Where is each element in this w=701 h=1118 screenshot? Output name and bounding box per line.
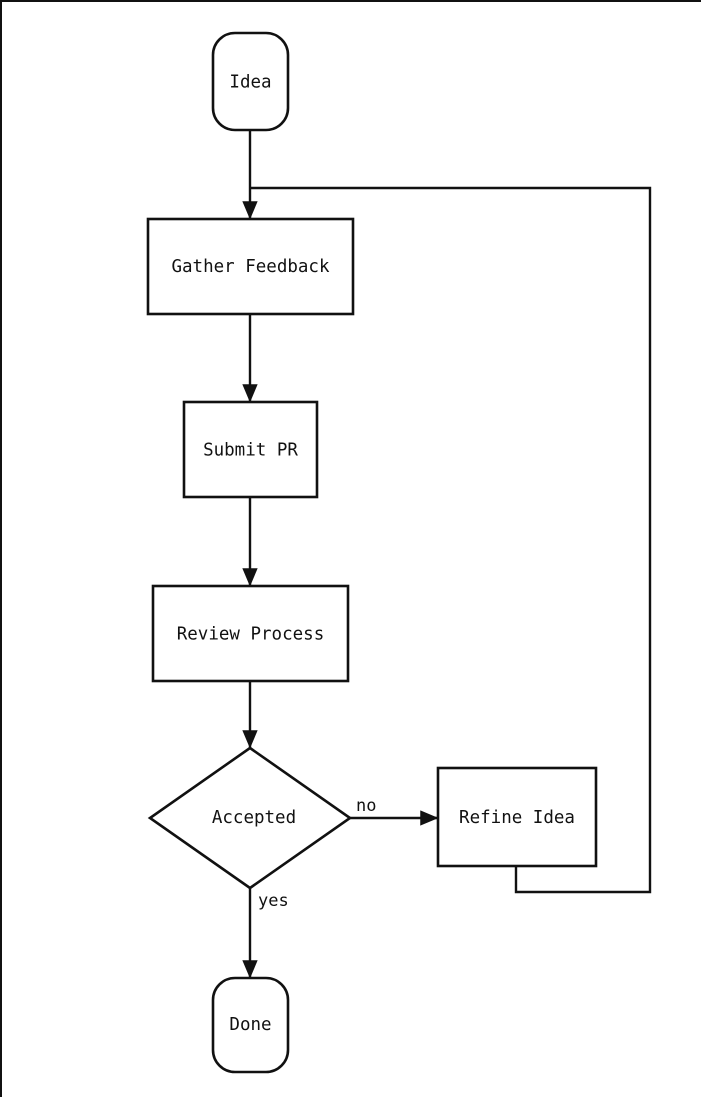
- edge-refine-to-gather-loop: [250, 186, 652, 894]
- node-gather-feedback-label: Gather Feedback: [171, 257, 330, 277]
- node-review-process[interactable]: Review Process: [151, 584, 350, 683]
- node-done-label: Done: [229, 1015, 271, 1035]
- node-accepted-decision-shape: [147, 746, 353, 890]
- edge-label-yes: yes: [258, 891, 289, 911]
- node-accepted-decision[interactable]: Accepted: [147, 746, 353, 890]
- node-review-process-label: Review Process: [177, 625, 325, 645]
- node-accepted-decision-label: Accepted: [212, 808, 296, 828]
- node-submit-pr-label: Submit PR: [203, 441, 298, 461]
- node-refine-idea-shape: [436, 766, 598, 868]
- node-gather-feedback[interactable]: Gather Feedback: [146, 217, 355, 316]
- node-idea-shape: [211, 31, 290, 132]
- node-submit-pr[interactable]: Submit PR: [182, 400, 319, 499]
- edge-label-no: no: [356, 796, 376, 816]
- node-done[interactable]: Done: [211, 976, 290, 1074]
- node-refine-idea[interactable]: Refine Idea: [436, 766, 598, 868]
- node-done-shape: [211, 976, 290, 1074]
- node-gather-feedback-shape: [146, 217, 355, 316]
- node-idea[interactable]: Idea: [211, 31, 290, 132]
- node-submit-pr-shape: [182, 400, 319, 499]
- node-idea-label: Idea: [229, 73, 271, 93]
- node-refine-idea-label: Refine Idea: [459, 808, 575, 828]
- node-review-process-shape: [151, 584, 350, 683]
